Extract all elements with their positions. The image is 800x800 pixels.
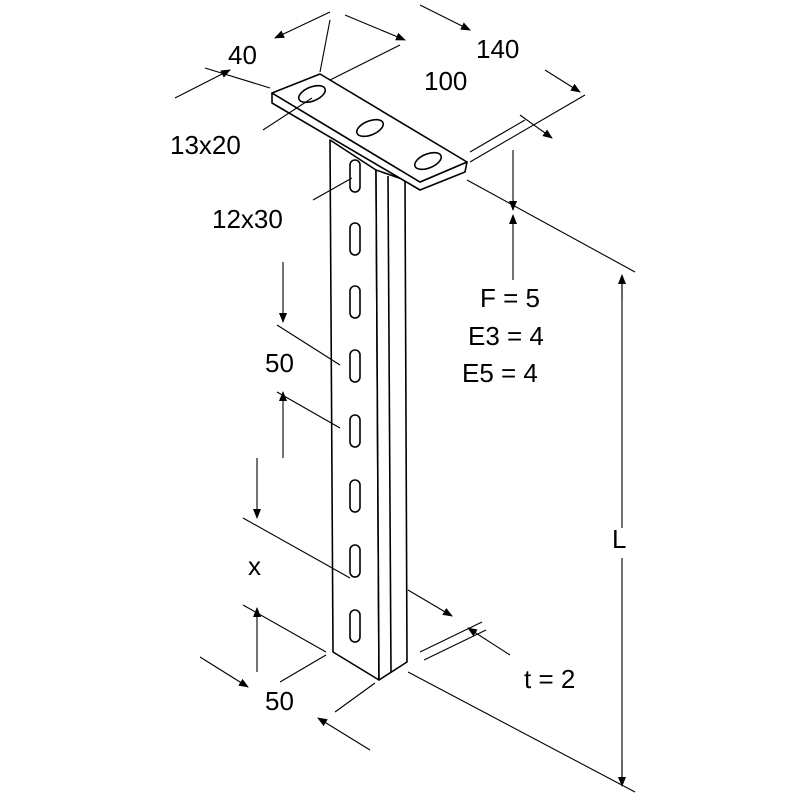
profile-slot bbox=[349, 609, 361, 643]
plate-slot bbox=[413, 151, 443, 171]
channel-profile bbox=[329, 139, 408, 681]
channel-side-face bbox=[375, 169, 408, 681]
plate-depth-label: 40 bbox=[228, 40, 257, 70]
channel-front-face bbox=[329, 139, 380, 681]
plate-slot bbox=[297, 84, 327, 104]
length-label: L bbox=[612, 524, 626, 554]
profile-slot bbox=[349, 159, 361, 193]
load-f-label: F = 5 bbox=[480, 283, 540, 313]
plate-slot bbox=[355, 118, 385, 138]
offset-x-label: x bbox=[248, 551, 261, 581]
plate-slot-label: 13x20 bbox=[170, 130, 241, 160]
channel-flange-edge bbox=[387, 175, 392, 673]
profile-slot bbox=[349, 414, 361, 448]
load-e3-label: E3 = 4 bbox=[468, 321, 544, 351]
plate-length-label: 140 bbox=[476, 34, 519, 64]
thickness-label: t = 2 bbox=[524, 664, 575, 694]
profile-slots bbox=[349, 159, 361, 643]
dimension-labels: 40 140 100 13x20 12x30 F = 5 E3 = 4 E5 =… bbox=[170, 34, 626, 716]
profile-slot-label: 12x30 bbox=[212, 204, 283, 234]
profile-slot bbox=[349, 479, 361, 513]
hole-spacing-label: 100 bbox=[424, 66, 467, 96]
profile-slot bbox=[349, 285, 361, 319]
dimension-lines bbox=[174, 4, 636, 793]
load-e5-label: E5 = 4 bbox=[462, 358, 538, 388]
profile-slot bbox=[349, 349, 361, 383]
top-plate bbox=[271, 73, 468, 191]
profile-width-label: 50 bbox=[265, 686, 294, 716]
slot-pitch-label: 50 bbox=[265, 348, 294, 378]
profile-slot bbox=[349, 544, 361, 578]
profile-slot bbox=[349, 222, 361, 256]
